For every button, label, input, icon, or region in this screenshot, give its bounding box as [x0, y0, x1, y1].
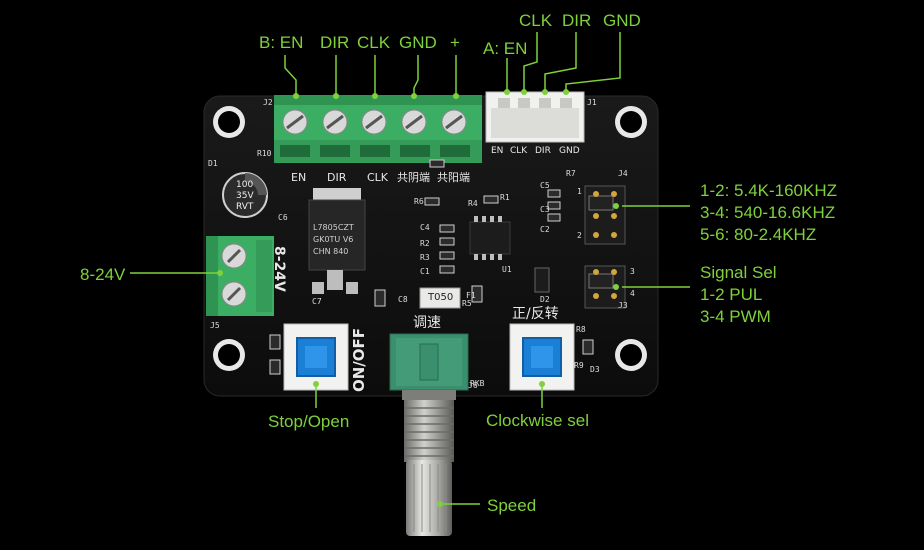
ref-c1: C1 — [420, 267, 430, 276]
callout-leader-lines — [130, 32, 690, 505]
callout-signal-pwm: 3-4 PWM — [700, 307, 771, 326]
ref-d1: D1 — [208, 159, 218, 168]
ref-r8: R8 — [576, 325, 586, 334]
ref-r2: R2 — [420, 239, 430, 248]
mounting-holes — [213, 106, 647, 371]
smd-components — [269, 159, 594, 375]
fuse — [419, 287, 461, 309]
silk-direction-cn: 正/反转 — [512, 306, 559, 322]
silk-en: EN — [291, 171, 307, 184]
signal-header-connector — [485, 91, 585, 143]
input-terminal-block — [274, 95, 482, 163]
ref-c3: C3 — [540, 205, 550, 214]
ref-c2: C2 — [540, 225, 550, 234]
ref-c5: C5 — [540, 181, 550, 190]
voltage-regulator — [308, 188, 366, 294]
ref-r7: R7 — [566, 169, 576, 178]
ref-j1: J1 — [587, 98, 597, 107]
ref-d2: D2 — [540, 295, 550, 304]
ref-d3: D3 — [590, 365, 600, 374]
ref-r9: R9 — [574, 361, 584, 370]
silk-header-en: EN — [491, 146, 504, 156]
ref-j4: J4 — [618, 169, 628, 178]
silk-common-anode: 共阳端 — [437, 171, 470, 184]
ref-c7: C7 — [312, 297, 322, 306]
power-terminal-block — [206, 236, 274, 316]
silk-header-gnd: GND — [559, 146, 580, 156]
ref-r6: R6 — [414, 197, 424, 206]
callout-b-dir: DIR — [320, 33, 350, 52]
ref-r10: R10 — [257, 149, 272, 158]
silk-clk: CLK — [367, 171, 389, 184]
pin-3: 3 — [630, 267, 635, 276]
silk-dir: DIR — [327, 171, 347, 184]
ref-j3: J3 — [618, 301, 628, 310]
fuse-label: T050 — [428, 292, 454, 303]
regulator-text-2: GK0TU V6 — [313, 235, 354, 244]
callout-b-gnd: GND — [399, 33, 437, 52]
regulator-text-3: CHN 840 — [313, 247, 349, 256]
callout-b-en: B: EN — [259, 33, 304, 52]
callout-a-en: A: EN — [483, 39, 528, 58]
callout-clockwise: Clockwise sel — [486, 411, 589, 430]
ref-r5: R5 — [462, 299, 472, 308]
silk-speed-cn: 调速 — [413, 315, 441, 331]
driver-ic — [469, 216, 511, 260]
callout-speed: Speed — [487, 496, 537, 515]
ref-j2: J2 — [263, 98, 273, 107]
cap-text-1: 100 — [236, 180, 254, 190]
callout-freq-1: 1-2: 5.4K-160KHZ — [700, 181, 838, 200]
ref-c8: C8 — [398, 295, 408, 304]
ref-j6: J6 — [468, 381, 478, 390]
ref-r4: R4 — [468, 199, 478, 208]
callout-freq-2: 3-4: 540-16.6KHZ — [700, 203, 836, 222]
pin-1: 1 — [577, 187, 582, 196]
ref-c6: C6 — [278, 213, 288, 222]
ref-r1: R1 — [500, 193, 510, 202]
silk-header-clk: CLK — [510, 146, 528, 156]
callout-a-gnd: GND — [603, 11, 641, 30]
electrolytic-capacitor — [222, 172, 268, 218]
clockwise-button[interactable] — [509, 323, 575, 391]
ref-f1: F1 — [466, 291, 476, 300]
callout-a-dir: DIR — [562, 11, 592, 30]
ref-r3: R3 — [420, 253, 430, 262]
speed-potentiometer[interactable] — [389, 333, 469, 536]
ref-u1: U1 — [502, 265, 512, 274]
callout-a-clk: CLK — [519, 11, 553, 30]
callout-signal-title: Signal Sel — [700, 263, 777, 282]
stop-open-button[interactable] — [283, 323, 349, 391]
callout-dots — [217, 89, 619, 507]
callout-b-clk: CLK — [357, 33, 391, 52]
callout-freq-3: 5-6: 80-2.4KHZ — [700, 225, 817, 244]
callout-power: 8-24V — [80, 265, 126, 284]
callout-stop-open: Stop/Open — [268, 412, 350, 431]
pin-2: 2 — [577, 231, 582, 240]
callout-signal-pul: 1-2 PUL — [700, 285, 763, 304]
callout-b-plus: + — [450, 33, 460, 52]
silk-power-voltage: 8-24V — [271, 246, 287, 292]
ref-c4: C4 — [420, 223, 430, 232]
cap-text-2: 35V — [236, 191, 254, 201]
frequency-jumper-header — [584, 185, 626, 245]
regulator-text-1: L7805CZT — [313, 223, 354, 232]
silk-onoff: ON/OFF — [350, 327, 368, 392]
pin-4: 4 — [630, 289, 635, 298]
cap-text-3: RVT — [236, 202, 254, 212]
silk-header-dir: DIR — [535, 146, 551, 156]
ref-j5: J5 — [210, 321, 220, 330]
silk-common-cathode: 共阴端 — [397, 171, 430, 184]
ref-rkb: RKB — [470, 379, 485, 388]
small-header — [534, 267, 550, 293]
